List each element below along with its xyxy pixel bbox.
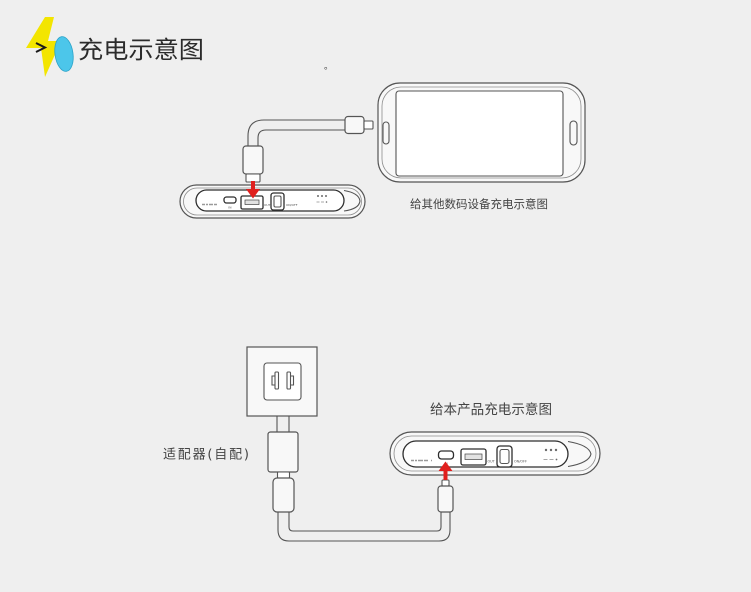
led-indicator-2: [549, 448, 553, 452]
led-mark-dot: [555, 458, 558, 461]
power-bank-panel: [195, 189, 345, 212]
adapter-body: [267, 431, 299, 473]
phone-home-button: [569, 120, 578, 146]
arrow-shaft: [251, 181, 255, 190]
power-switch-inner: [499, 448, 510, 465]
switch-label: ON/OFF: [286, 203, 298, 207]
red-arrow-up-icon: [438, 461, 453, 480]
micro-usb-input-port: [223, 196, 237, 204]
micro-usb-plug: [437, 485, 454, 513]
device-charging-caption: 给其他数码设备充电示意图: [410, 197, 548, 211]
led-mark-dot: [325, 201, 328, 203]
cable-inner-line: [288, 512, 442, 532]
power-bank-shell-edge: [183, 187, 362, 216]
arrow-head: [438, 461, 453, 471]
arrow-shaft: [443, 470, 448, 480]
power-switch-button: [496, 445, 513, 468]
usb-a-plug: [242, 145, 264, 175]
led-indicator-1: [317, 195, 319, 197]
usb-port-tongue: [244, 199, 260, 205]
usb-a-plug: [272, 477, 295, 513]
device-charging-diagram: IN OUT ON/OFF 给其他数码设备充电示意图: [179, 82, 586, 219]
usb-port-tongue: [464, 453, 483, 460]
power-bank-end-curve: [343, 189, 361, 212]
cable-outer-line: [247, 119, 345, 146]
smartphone-icon: [377, 82, 586, 183]
phone-speaker-slot: [382, 121, 390, 145]
led-indicator-1: [544, 448, 548, 452]
cable-inner-line: [257, 129, 345, 146]
self-charging-diagram: 适配器(自配) IN OUT ON/OFF: [163, 346, 601, 542]
charging-bolt-icon: [26, 17, 74, 77]
socket-right-slot: [286, 371, 292, 390]
usb-a-tip: [276, 471, 291, 479]
led-indicator-2: [321, 195, 323, 197]
micro-usb-tip: [441, 479, 450, 487]
port-in-label: IN: [228, 206, 231, 210]
power-switch-inner: [273, 195, 282, 208]
header: 充电示意图 。: [26, 17, 333, 77]
usb-cable-icon: [272, 471, 454, 542]
socket-face: [263, 362, 302, 401]
phone-screen: [395, 90, 564, 177]
arrow-head: [246, 189, 260, 199]
micro-usb-plug: [344, 115, 365, 135]
led-indicator-3: [325, 195, 327, 197]
usb-a-tip: [245, 173, 261, 183]
micro-usb-tip: [363, 120, 374, 130]
port-out-label: OUT: [264, 203, 271, 207]
socket-left-tab: [271, 375, 275, 386]
capsule-shape: [54, 36, 74, 72]
phone-bezel: [381, 86, 582, 179]
port-out-label: OUT: [488, 460, 496, 464]
self-charging-caption: 给本产品充电示意图: [430, 401, 552, 418]
cable-outer-line: [277, 512, 451, 542]
adapter-prongs: [276, 416, 290, 432]
socket-right-tab: [290, 375, 295, 386]
red-arrow-down-icon: [246, 181, 260, 199]
switch-label: ON/OFF: [514, 460, 527, 464]
led-indicator-3: [554, 448, 558, 452]
socket-left-slot: [274, 371, 280, 390]
power-bank-end-curve: [567, 440, 592, 468]
power-bank-shell-edge: [393, 435, 597, 472]
wall-socket-icon: [246, 346, 318, 417]
chevron-mark: [35, 42, 48, 53]
usb-cable-icon: [242, 115, 374, 183]
micro-usb-input-port: [437, 450, 455, 460]
note-mark: 。: [324, 62, 333, 72]
page-title: 充电示意图: [78, 36, 204, 64]
power-bank-icon: IN OUT ON/OFF: [179, 184, 366, 219]
power-bank-icon: IN OUT ON/OFF: [389, 431, 601, 476]
